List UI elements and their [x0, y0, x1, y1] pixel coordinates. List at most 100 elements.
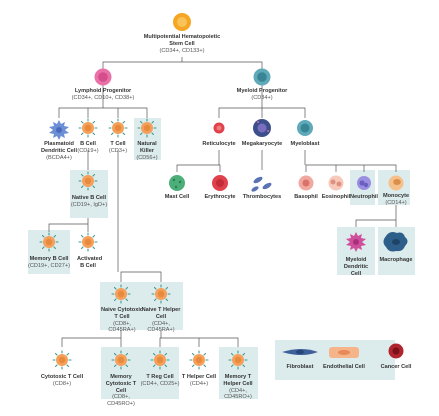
fibroblast-title: Fibroblast: [286, 364, 314, 370]
highlight-boxes: [28, 118, 415, 399]
neutrophil-title: Neutrophil: [350, 194, 378, 200]
myeloid-sub: (CD34+): [251, 94, 273, 101]
pdc-title: Plasmatoid Dendritic Cell: [40, 141, 78, 154]
myeloid-title: Myeloid Progenitor: [236, 88, 288, 94]
myeloid-connector: [218, 85, 306, 118]
mast-cell-icon: [169, 175, 185, 191]
thrombocytes-icon: [251, 176, 272, 192]
reticulocyte-title: Reticulocyte: [202, 141, 236, 147]
tcell-label: T Cell(CD3+): [109, 141, 127, 155]
tcell-title: T Cell: [110, 141, 126, 147]
ctc-icon: [52, 350, 72, 370]
memory-b-label: Memory B Cell(CD19+, CD27+): [28, 256, 70, 270]
stem-connector: [102, 57, 263, 70]
bcell-icon: [78, 118, 98, 138]
cancer-icon: [388, 343, 404, 359]
lymphoid-progenitor-icon: [94, 68, 112, 86]
thrombocytes-label: Thrombocytes: [243, 194, 282, 201]
tcell-icon: [108, 118, 128, 138]
eosinophil-icon: [328, 175, 344, 191]
ctc-title: Cytotoxic T Cell: [40, 374, 84, 380]
memory-th-label: Memory T Helper Cell(CD4+, CD45RO+): [220, 374, 256, 401]
tcell-connector: [117, 150, 162, 282]
neutrophil-icon: [357, 176, 371, 190]
lymphoid-connector: [58, 85, 148, 118]
neutrophil-label: Neutrophil: [350, 194, 378, 201]
lymphoid-title: Lymphoid Progenitor: [74, 88, 132, 94]
cancer-title: Cancer Cell: [380, 364, 412, 370]
stem-sub: (CD34+, CD133+): [159, 47, 205, 54]
myeloblast-icon: [297, 120, 313, 136]
erythrocyte-icon: [212, 175, 228, 191]
myeloblast-label: Myeloblast: [291, 141, 320, 148]
ctc-label: Cytotoxic T Cell(CD8+): [41, 374, 83, 388]
naive-b-label: Native B Cell(CD19+, IgD+): [71, 195, 107, 209]
naive-th-sub: (CD4+, CD45RA+): [147, 320, 175, 334]
monocyte-title: Monocyte: [382, 193, 410, 199]
erythrocyte-title: Erythrocyte: [204, 194, 236, 200]
naive-ctc-connector: [61, 330, 122, 347]
basophil-icon: [298, 175, 314, 191]
th-icon: [189, 350, 209, 370]
mdc-title: Myeloid Dendritic Cell: [343, 257, 369, 277]
lymphoid-sub: (CD34+, CD10+, CD38+): [71, 94, 135, 101]
tcell-sub: (CD3+): [108, 147, 128, 154]
basophil-title: Basophil: [294, 194, 318, 200]
naive-b-sub: (CD19+, IgD+): [70, 201, 108, 208]
megakaryocyte-title: Megakaryocyte: [241, 141, 283, 147]
macrophage-title: Macrophage: [379, 257, 413, 263]
memory-b-title: Memory B Cell: [29, 256, 69, 262]
naive-ctc-label: Naive Cytotoxic T Cell(CD8+, CD45RA+): [101, 307, 143, 334]
nk-sub: (CD56+): [136, 154, 158, 161]
myeloblast-connector: [304, 150, 397, 172]
megakaryocyte-icon: [253, 119, 271, 137]
treg-label: T Reg Cell(CD4+, CD25+): [141, 374, 180, 388]
reticulocyte-connector: [176, 150, 221, 172]
ctc-sub: (CD8+): [52, 380, 72, 387]
monocyte-sub: (CD14+): [385, 199, 407, 206]
stem-cell-icon: [173, 13, 191, 31]
myeloid-progenitor-icon: [253, 68, 271, 86]
activated-b-label: Activated B Cell: [77, 256, 103, 270]
monocyte-connector: [355, 205, 397, 227]
memory-th-title: Memory T Helper Cell: [223, 374, 253, 387]
monocyte-icon: [388, 175, 404, 191]
naive-th-label: Naive T Helper Cell(CD4+, CD45RA+): [140, 307, 182, 334]
mast-title: Mast Cell: [164, 194, 190, 200]
monocyte-label: Monocyte(CD14+): [383, 193, 409, 207]
endothelial-icon: [329, 347, 359, 358]
mast-label: Mast Cell: [165, 194, 190, 201]
stem-label: Multipotential Hematopoietic Stem Cell(C…: [139, 34, 225, 54]
bcell-title: B Cell: [80, 141, 96, 147]
reticulocyte-icon: [213, 122, 225, 134]
bcell-connector: [48, 150, 89, 232]
treg-title: T Reg Cell: [146, 374, 174, 380]
reticulocyte-label: Reticulocyte: [202, 141, 235, 148]
th-title: T Helper Cell: [181, 374, 217, 380]
nk-label: Natural Killer(CD56+): [134, 141, 160, 161]
macrophage-label: Macrophage: [380, 257, 413, 264]
fibroblast-label: Fibroblast: [286, 364, 313, 371]
bcell-label: B Cell(CD19+): [77, 141, 98, 155]
naive-b-title: Native B Cell: [71, 195, 107, 201]
cancer-label: Cancer Cell: [381, 364, 412, 371]
naive-th-connector: [159, 330, 239, 347]
activated-b-title: Activated B Cell: [77, 256, 103, 269]
macrophage-icon: [383, 232, 408, 252]
activated-b-icon: [78, 232, 98, 252]
connector-lines: [48, 57, 397, 347]
memory-b-sub: (CD19+, CD27+): [28, 262, 70, 269]
memory-ctc-sub: (CD8+, CD45RO+): [107, 394, 135, 408]
th-label: T Helper Cell(CD4+): [182, 374, 216, 388]
endothelial-label: Endothelial Cell: [323, 364, 365, 371]
mdc-icon: [346, 232, 366, 252]
basophil-label: Basophil: [294, 194, 318, 201]
erythrocyte-label: Erythrocyte: [204, 194, 235, 201]
naive-th-title: Naive T Helper Cell: [141, 307, 181, 320]
eosinophil-label: Eosinophil: [322, 194, 351, 201]
naive-ctc-sub: (CD8+, CD45RA+): [108, 320, 136, 334]
pdc-sub: (BCDA4+): [46, 154, 72, 161]
myeloblast-title: Myeloblast: [290, 141, 320, 147]
eosinophil-title: Eosinophil: [321, 194, 351, 200]
